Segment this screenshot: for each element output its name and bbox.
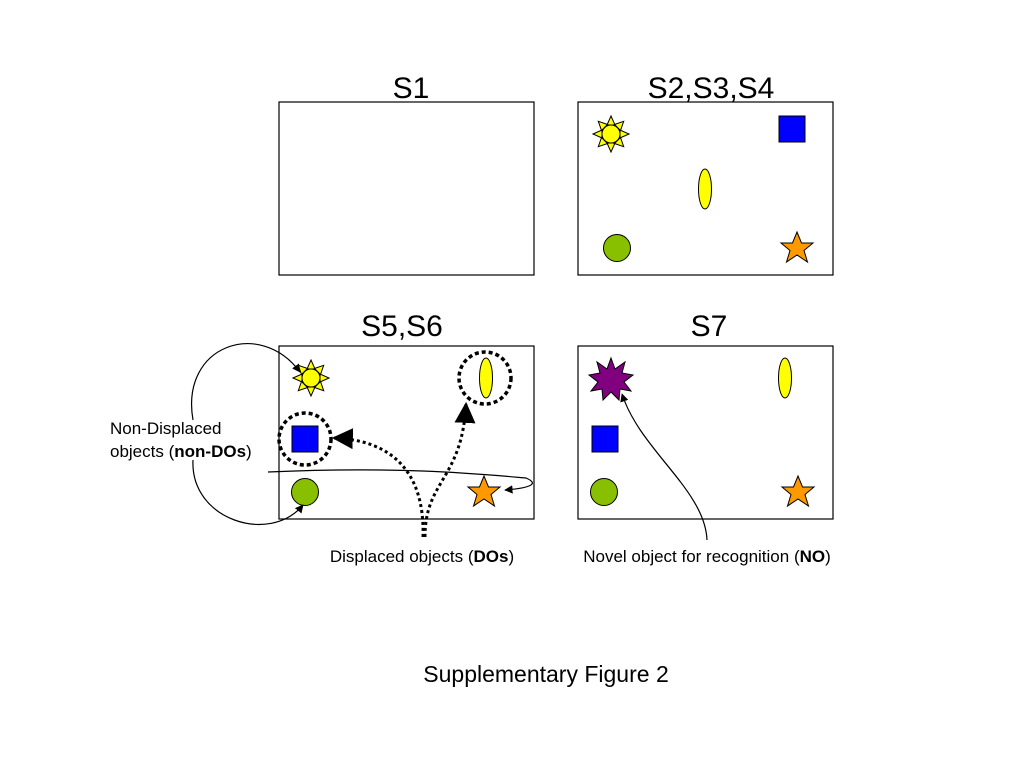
square-icon — [778, 115, 806, 143]
non-do-arrow-star — [267, 469, 533, 494]
novel-object-arrow — [620, 393, 708, 541]
displaced-highlight-ring — [457, 350, 513, 406]
panel-title-s1: S1 — [393, 72, 430, 105]
panel-title-s5-s6: S5,S6 — [361, 310, 443, 343]
novel-object-icon — [587, 356, 635, 402]
panel-title-s2-s4: S2,S3,S4 — [648, 72, 775, 105]
ellipse-icon — [778, 357, 792, 399]
circle-icon — [603, 234, 631, 262]
square-icon — [291, 425, 319, 453]
non-dos-label-line1: Non-Displaced — [110, 419, 222, 438]
dos-prefix: Displaced objects ( — [330, 547, 474, 566]
dos-label: Displaced objects (DOs) — [330, 547, 514, 566]
non-dos-label: Non-Displaced — [110, 419, 222, 438]
square-icon — [591, 425, 619, 453]
circle-icon — [291, 478, 319, 506]
novel-prefix: Novel object for recognition ( — [583, 547, 800, 566]
non-dos-prefix: objects ( — [110, 442, 175, 461]
panel-s1 — [278, 101, 535, 276]
ellipse-icon — [698, 168, 712, 210]
dos-bold: DOs — [473, 547, 508, 566]
non-dos-bold: non-DOs — [174, 442, 246, 461]
do-arrow-ellipse — [423, 401, 476, 538]
non-do-arrow-circle — [192, 459, 304, 525]
sun-icon — [592, 115, 630, 153]
do-arrow-square — [331, 428, 425, 538]
non-dos-label-line2: objects (non-DOs) — [110, 442, 252, 461]
circle-icon — [590, 478, 618, 506]
ellipse-icon — [479, 357, 493, 399]
figure-title: Supplementary Figure 2 — [423, 661, 668, 687]
novel-bold: NO — [800, 547, 826, 566]
sun-icon — [292, 359, 330, 397]
novel-suffix: ) — [825, 547, 831, 566]
non-do-arrow-sun — [191, 343, 301, 421]
displaced-highlight-ring — [277, 411, 333, 467]
novel-object-label: Novel object for recognition (NO) — [583, 547, 831, 566]
non-dos-suffix: ) — [246, 442, 252, 461]
panel-title-s7: S7 — [691, 310, 728, 343]
dos-suffix: ) — [508, 547, 514, 566]
